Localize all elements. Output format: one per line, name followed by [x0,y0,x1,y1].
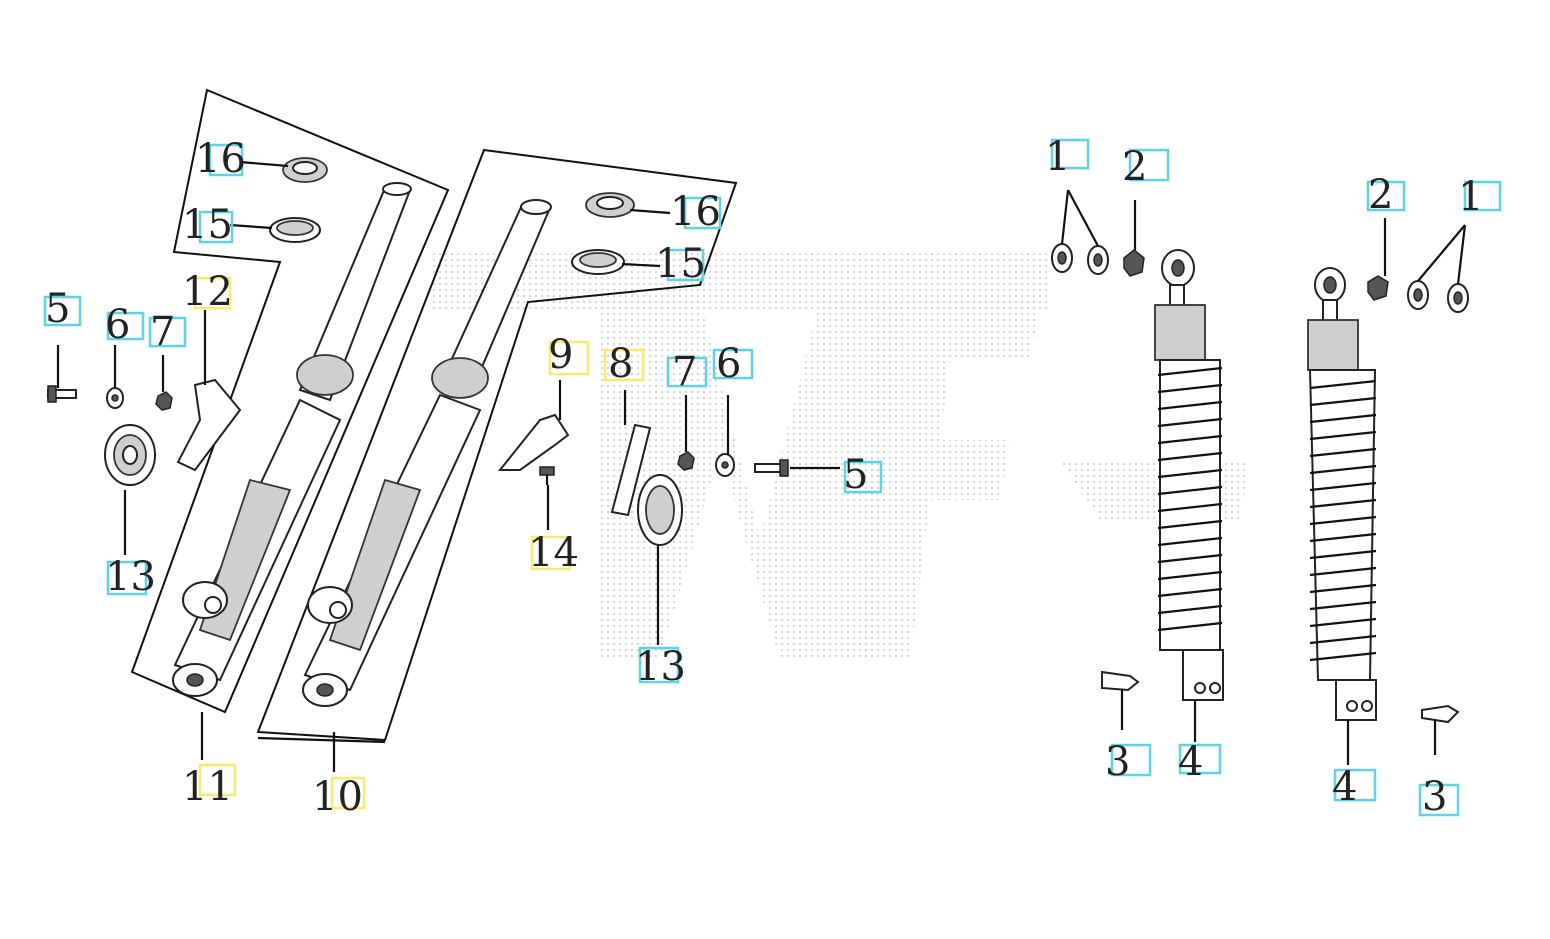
svg-text:14: 14 [528,530,579,576]
callout-5-left[interactable]: 5 [43,286,82,332]
svg-text:16: 16 [670,189,721,235]
callout-2-right-shock[interactable]: 2 [1366,172,1406,218]
svg-text:6: 6 [716,341,741,387]
callout-15-right[interactable]: 15 [655,241,706,287]
dust-seal-left[interactable] [269,217,321,243]
svg-text:13: 13 [635,644,686,690]
bolt-right[interactable] [754,459,789,477]
callout-8[interactable]: 8 [603,341,645,387]
callout-3-left-shock[interactable]: 3 [1105,739,1152,785]
shock-absorber-right[interactable] [1307,267,1469,724]
callout-1-left-shock[interactable]: 1 [1045,134,1090,180]
svg-text:2: 2 [1368,172,1393,218]
left-fork-frame [130,88,450,714]
shock-absorber-left[interactable] [1051,243,1224,701]
svg-text:4: 4 [1178,739,1203,785]
callout-12[interactable]: 12 [182,269,233,315]
callout-13-left[interactable]: 13 [105,554,156,600]
callout-16-right[interactable]: 16 [670,189,722,235]
cap-left[interactable] [104,424,156,486]
svg-text:2: 2 [1122,144,1147,190]
svg-text:5: 5 [45,286,70,332]
left-fork-slider [172,398,342,697]
svg-text:15: 15 [182,202,233,248]
svg-text:15: 15 [655,241,706,287]
cap-right[interactable] [637,474,683,546]
callout-9[interactable]: 9 [548,332,590,378]
svg-text:3: 3 [1422,774,1447,820]
callout-7-left[interactable]: 7 [148,309,187,355]
right-fork-tube [431,199,552,399]
callout-3-right-shock[interactable]: 3 [1418,774,1460,820]
callout-10[interactable]: 10 [312,774,366,820]
bracket-left[interactable] [176,378,242,472]
callout-15-left[interactable]: 15 [182,202,234,248]
bracket-right-9[interactable] [497,413,570,471]
svg-text:8: 8 [608,341,633,387]
callout-4-right-shock[interactable]: 4 [1332,764,1377,810]
svg-text:16: 16 [195,136,246,182]
leader-lines [56,160,1467,772]
small-bolt-14[interactable] [539,466,555,485]
svg-text:13: 13 [105,554,156,600]
svg-text:12: 12 [182,269,233,315]
svg-text:7: 7 [672,349,697,395]
left-fork-assembly[interactable] [130,88,450,714]
callout-11[interactable]: 11 [182,763,237,810]
svg-text:10: 10 [312,774,363,820]
svg-text:9: 9 [548,332,573,378]
right-fork-frame [256,148,738,742]
callout-13-right[interactable]: 13 [635,644,686,690]
callouts: 16 15 12 5 6 7 13 11 10 16 15 9 8 7 6 5 … [43,134,1502,820]
callout-2-left-shock[interactable]: 2 [1122,144,1170,190]
washer-left[interactable] [106,387,124,409]
svg-text:3: 3 [1105,739,1130,785]
svg-text:1: 1 [1458,174,1483,220]
oil-seal-left[interactable] [282,157,328,183]
svg-text:7: 7 [150,309,175,355]
svg-text:5: 5 [843,452,868,498]
washer-right[interactable] [715,453,735,477]
nut-right[interactable] [677,451,695,471]
callout-1-right-shock[interactable]: 1 [1458,174,1502,220]
watermark [430,250,1250,660]
right-fork-assembly[interactable] [256,148,738,742]
right-fork-slider [302,393,482,707]
callout-16-left[interactable]: 16 [195,136,246,182]
oil-seal-right[interactable] [585,192,635,218]
nut-left[interactable] [155,391,173,411]
callout-5-right[interactable]: 5 [843,452,883,498]
svg-text:6: 6 [105,302,130,348]
left-fork-tube [296,182,412,402]
callout-6-left[interactable]: 6 [105,302,145,348]
callout-14[interactable]: 14 [528,530,579,576]
callout-7-right[interactable]: 7 [666,349,708,395]
callout-6-right[interactable]: 6 [712,341,754,387]
bolt-left[interactable] [47,385,77,403]
svg-text:4: 4 [1332,764,1357,810]
callout-4-left-shock[interactable]: 4 [1178,739,1222,785]
svg-text:1: 1 [1045,134,1070,180]
svg-text:11: 11 [182,764,233,810]
bracket-right-8[interactable] [610,423,652,517]
dust-seal-right[interactable] [571,249,625,275]
